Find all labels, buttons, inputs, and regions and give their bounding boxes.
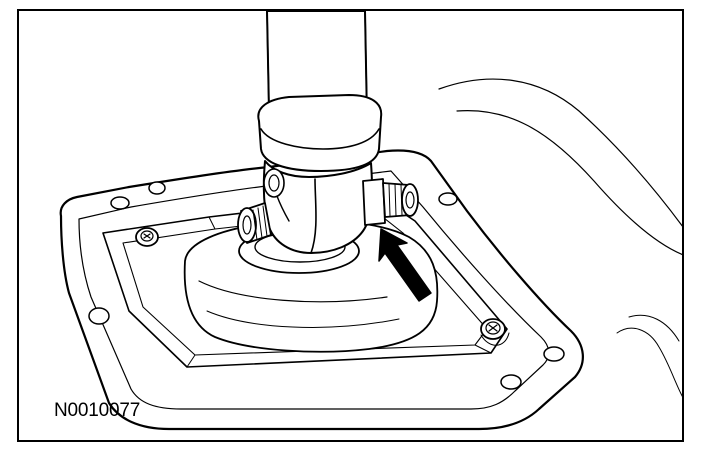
floor-surface-lines xyxy=(438,78,682,398)
retaining-screw-right xyxy=(480,318,510,346)
lever-collar-ring xyxy=(257,94,383,172)
arrow-up-left-icon xyxy=(378,228,432,302)
pivot-bolt-right xyxy=(362,178,419,226)
figure-id-label: N0010077 xyxy=(54,400,141,421)
retaining-screw-left xyxy=(135,227,159,247)
figure-frame: N0010077 xyxy=(17,9,684,442)
threaded-stud-left xyxy=(237,202,272,244)
shifter-boot-illustration xyxy=(59,11,682,431)
flange-bolt-holes xyxy=(88,181,565,390)
